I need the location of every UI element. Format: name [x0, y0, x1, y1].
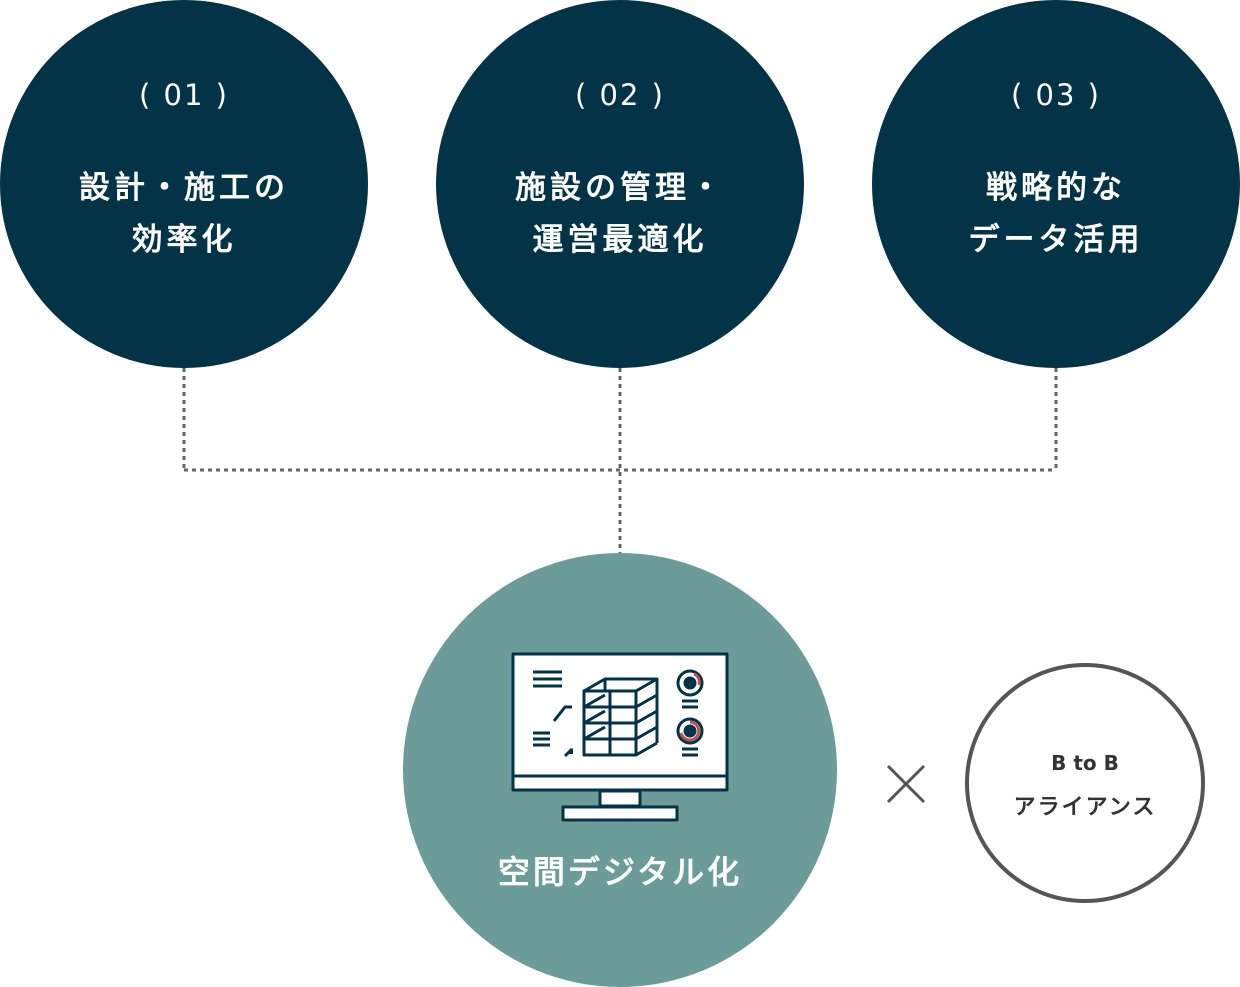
pillar-title-line1: 設計・施工の [79, 170, 289, 206]
pillar-title: 戦略的な データ活用 [872, 162, 1240, 266]
partner-line1: B to B [1051, 751, 1119, 775]
pillar-title-line2: 運営最適化 [532, 222, 708, 258]
core-label: 空間デジタル化 [497, 853, 743, 891]
pillar-title-line1: 戦略的な [986, 170, 1126, 206]
pillar-number: ( 03 ) [1011, 78, 1101, 112]
partner-circle: B to B アライアンス [965, 663, 1205, 903]
pillar-circle-02: ( 02 ) 施設の管理・ 運営最適化 [436, 0, 804, 368]
pillar-title-line2: 効率化 [131, 222, 237, 258]
times-icon [886, 764, 926, 804]
pillar-number: ( 02 ) [575, 78, 665, 112]
pillar-title: 設計・施工の 効率化 [0, 162, 368, 266]
monitor-3d-building-icon [511, 652, 729, 822]
pillar-title-line1: 施設の管理・ [515, 170, 725, 206]
pillar-circle-03: ( 03 ) 戦略的な データ活用 [872, 0, 1240, 368]
core-circle: 空間デジタル化 [403, 553, 837, 987]
pillar-number: ( 01 ) [139, 78, 229, 112]
partner-line2: アライアンス [1013, 795, 1157, 820]
pillar-title: 施設の管理・ 運営最適化 [436, 162, 804, 266]
pillar-circle-01: ( 01 ) 設計・施工の 効率化 [0, 0, 368, 368]
pillar-title-line2: データ活用 [968, 222, 1144, 258]
